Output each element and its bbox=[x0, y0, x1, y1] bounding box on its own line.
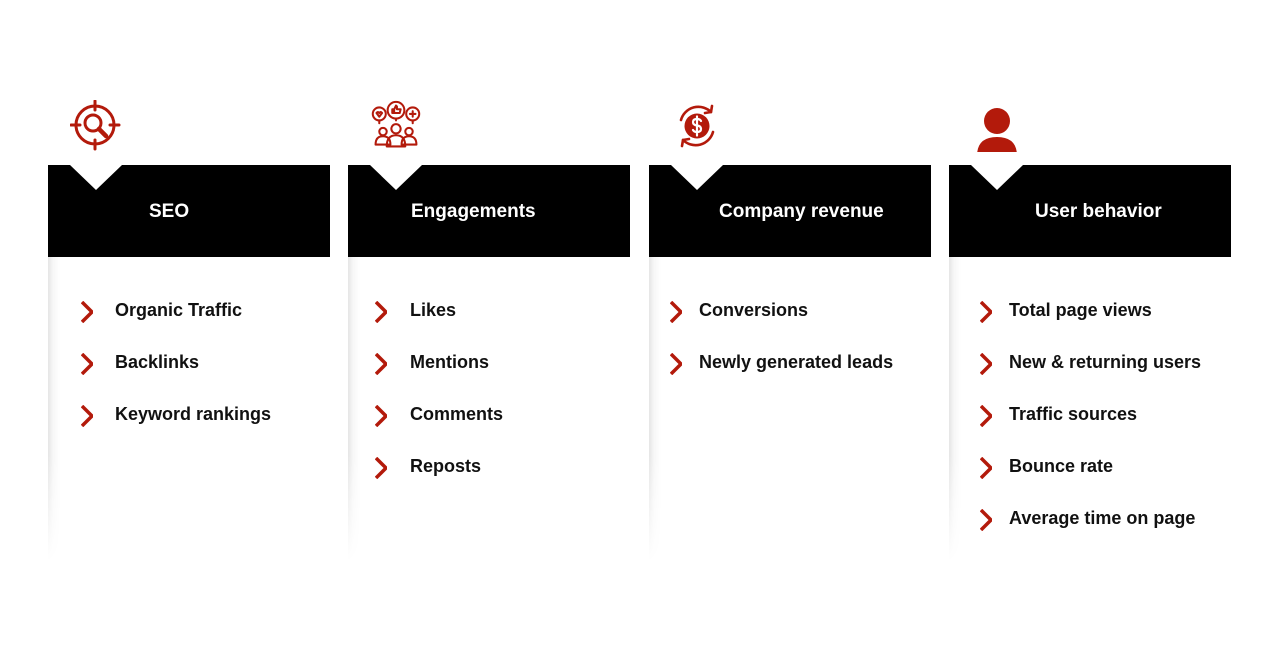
card-header: SEO bbox=[48, 165, 330, 257]
card-company-revenue: Company revenue Conversions Newly genera… bbox=[649, 0, 931, 661]
list-item-label: Comments bbox=[410, 404, 504, 424]
list-item: Comments bbox=[348, 402, 638, 430]
list-item-label: Traffic sources bbox=[1009, 404, 1138, 424]
dollar-cycle-icon bbox=[671, 100, 723, 152]
card-header: User behavior bbox=[949, 165, 1231, 257]
card-title: Company revenue bbox=[719, 201, 884, 222]
list-item-label: New & returning users bbox=[1009, 352, 1202, 372]
card-body bbox=[949, 257, 1231, 561]
chevron-right-icon bbox=[81, 405, 93, 427]
chevron-right-icon bbox=[81, 301, 93, 323]
list-item-label: Conversions bbox=[699, 300, 809, 320]
card-header: Company revenue bbox=[649, 165, 931, 257]
list-item: Organic Traffic bbox=[48, 298, 338, 326]
list-item-label: Total page views bbox=[1009, 300, 1152, 320]
card-user-behavior: User behavior Total page views New & ret… bbox=[949, 0, 1231, 661]
card-body bbox=[48, 257, 330, 561]
community-engagement-icon bbox=[370, 100, 422, 152]
list-item: Newly generated leads bbox=[649, 350, 939, 378]
chevron-right-icon bbox=[375, 405, 387, 427]
target-search-icon bbox=[70, 100, 122, 152]
header-notch bbox=[971, 165, 1023, 190]
list-item-label: Average time on page bbox=[1009, 508, 1196, 528]
chevron-right-icon bbox=[980, 509, 992, 531]
card-title: Engagements bbox=[411, 201, 536, 222]
chevron-right-icon bbox=[980, 457, 992, 479]
chevron-right-icon bbox=[670, 353, 682, 375]
list-item-label: Keyword rankings bbox=[115, 404, 272, 424]
list-item: Mentions bbox=[348, 350, 638, 378]
user-icon bbox=[971, 100, 1023, 152]
chevron-right-icon bbox=[980, 301, 992, 323]
card-header: Engagements bbox=[348, 165, 630, 257]
list-item: Average time on page bbox=[949, 506, 1239, 534]
chevron-right-icon bbox=[375, 353, 387, 375]
list-item: Bounce rate bbox=[949, 454, 1239, 482]
card-body bbox=[649, 257, 931, 561]
list-item-label: Organic Traffic bbox=[115, 300, 243, 320]
list-item-label: Newly generated leads bbox=[699, 352, 894, 372]
list-item-label: Likes bbox=[410, 300, 457, 320]
card-body bbox=[348, 257, 630, 561]
list-item: Likes bbox=[348, 298, 638, 326]
chevron-right-icon bbox=[980, 353, 992, 375]
chevron-right-icon bbox=[81, 353, 93, 375]
list-item: Backlinks bbox=[48, 350, 338, 378]
card-title: SEO bbox=[149, 201, 190, 222]
chevron-right-icon bbox=[375, 457, 387, 479]
list-item-label: Mentions bbox=[410, 352, 489, 372]
card-seo: SEO Organic Traffic Backlinks Keyword ra… bbox=[48, 0, 330, 661]
header-notch bbox=[70, 165, 122, 190]
list-item: Reposts bbox=[348, 454, 638, 482]
list-item: Conversions bbox=[649, 298, 939, 326]
header-notch bbox=[671, 165, 723, 190]
chevron-right-icon bbox=[670, 301, 682, 323]
list-item: Keyword rankings bbox=[48, 402, 338, 430]
chevron-right-icon bbox=[980, 405, 992, 427]
list-item-label: Bounce rate bbox=[1009, 456, 1114, 476]
chevron-right-icon bbox=[375, 301, 387, 323]
list-item: Total page views bbox=[949, 298, 1239, 326]
card-engagements: Engagements Likes Mentions Comments Repo… bbox=[348, 0, 630, 661]
card-title: User behavior bbox=[1035, 201, 1162, 222]
list-item-label: Reposts bbox=[410, 456, 482, 476]
list-item: Traffic sources bbox=[949, 402, 1239, 430]
list-item: New & returning users bbox=[949, 350, 1239, 378]
list-item-label: Backlinks bbox=[115, 352, 200, 372]
header-notch bbox=[370, 165, 422, 190]
